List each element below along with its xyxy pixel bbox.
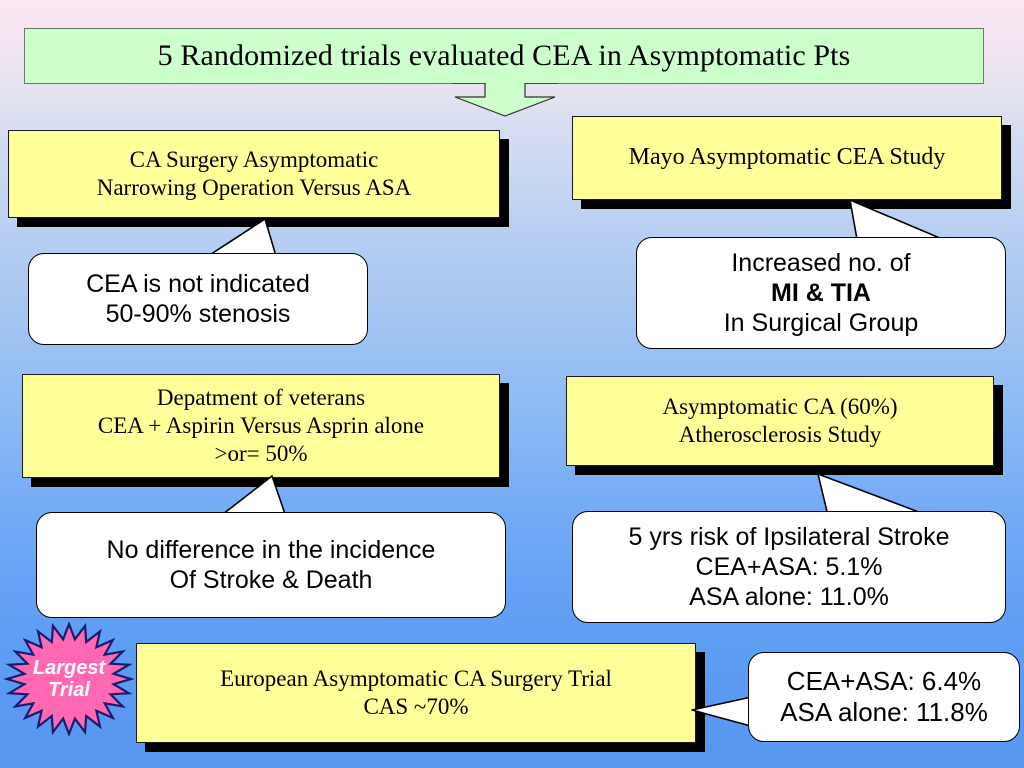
result-line: CEA is not indicated: [86, 270, 310, 298]
study-box-mayo[interactable]: Mayo Asymptomatic CEA Study: [572, 116, 1002, 200]
study-box-european[interactable]: European Asymptomatic CA Surgery Trial C…: [136, 643, 696, 743]
result-line: No difference in the incidence: [106, 536, 436, 564]
result-line: 5 yrs risk of Ipsilateral Stroke: [628, 523, 950, 551]
result-line: Increased no. of: [731, 249, 911, 277]
study-line: CEA + Aspirin Versus Asprin alone: [97, 412, 425, 438]
result-line: In Surgical Group: [723, 309, 919, 337]
result-callout-european[interactable]: CEA+ASA: 6.4% ASA alone: 11.8%: [748, 652, 1020, 742]
largest-trial-badge[interactable]: Largest Trial: [4, 622, 134, 736]
result-line: CEA+ASA: 6.4%: [786, 665, 982, 696]
study-line: CA Surgery Asymptomatic: [129, 146, 379, 172]
starburst-icon: [4, 622, 134, 736]
study-line: Atherosclerosis Study: [678, 422, 882, 447]
title-down-arrow-icon: [452, 83, 558, 117]
study-box-acas[interactable]: Asymptomatic CA (60%) Atherosclerosis St…: [566, 376, 994, 466]
study-line: Depatment of veterans: [156, 384, 366, 410]
result-line: Of Stroke & Death: [169, 566, 373, 594]
study-box-ca-surgery[interactable]: CA Surgery Asymptomatic Narrowing Operat…: [8, 130, 500, 218]
page-title: 5 Randomized trials evaluated CEA in Asy…: [157, 39, 851, 72]
result-line: CEA+ASA: 5.1%: [695, 553, 883, 581]
result-line: ASA alone: 11.8%: [780, 697, 988, 727]
result-callout-veterans[interactable]: No difference in the incidence Of Stroke…: [36, 512, 506, 618]
study-line: Asymptomatic CA (60%): [662, 393, 898, 419]
result-line-emphasis: MI & TIA: [771, 279, 871, 307]
study-line: CAS ~70%: [363, 694, 469, 719]
result-callout-mayo[interactable]: Increased no. of MI & TIA In Surgical Gr…: [636, 237, 1006, 349]
study-box-veterans[interactable]: Depatment of veterans CEA + Aspirin Vers…: [22, 374, 500, 478]
result-callout-ca-surgery[interactable]: CEA is not indicated 50-90% stenosis: [28, 253, 368, 345]
result-line: ASA alone: 11.0%: [689, 583, 889, 611]
result-line: 50-90% stenosis: [105, 300, 291, 328]
slide-title-box: 5 Randomized trials evaluated CEA in Asy…: [24, 28, 984, 84]
study-line: Narrowing Operation Versus ASA: [96, 175, 412, 200]
study-line: >or= 50%: [214, 441, 308, 467]
study-line: European Asymptomatic CA Surgery Trial: [220, 665, 612, 691]
study-line: Mayo Asymptomatic CEA Study: [628, 144, 946, 171]
result-callout-acas[interactable]: 5 yrs risk of Ipsilateral Stroke CEA+ASA…: [572, 511, 1006, 623]
